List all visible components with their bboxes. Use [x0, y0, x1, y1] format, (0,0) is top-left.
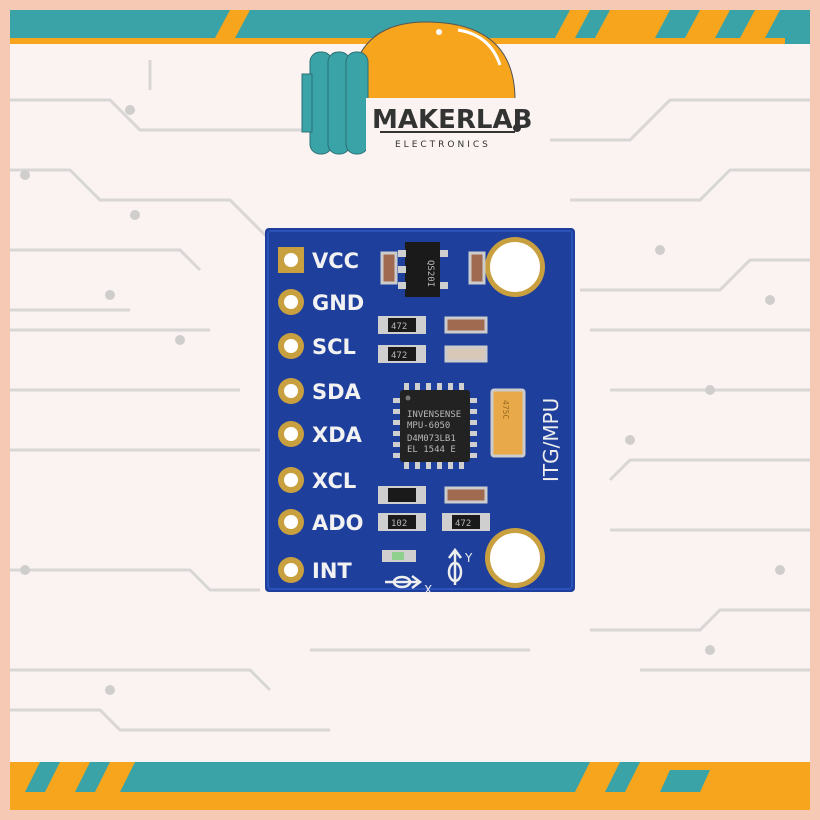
pin-label-gnd: GND — [312, 291, 364, 315]
pin-hole — [284, 427, 298, 441]
pin-hole — [284, 253, 298, 267]
capacitor — [444, 486, 488, 504]
x-axis-label: X — [424, 583, 432, 597]
resistor-marking: 472 — [455, 519, 471, 529]
chip-line: MPU-6050 — [407, 421, 450, 431]
pin-hole — [284, 515, 298, 529]
product-scene: MAKERLAB ELECTRONICS VCC GND SCL SDA XDA XCL A… — [10, 10, 810, 810]
pin-hole — [284, 339, 298, 353]
pin-label-vcc: VCC — [312, 249, 359, 273]
chip-line: EL 1544 E — [407, 445, 456, 455]
product-image-frame: MAKERLAB ELECTRONICS VCC GND SCL SDA XDA XCL A… — [10, 10, 810, 810]
makerlab-logo: MAKERLAB ELECTRONICS — [301, 21, 532, 155]
brand-tagline: ELECTRONICS — [395, 140, 491, 150]
y-axis-label: Y — [464, 551, 473, 565]
resistor-marking: 472 — [391, 351, 407, 361]
silkscreen-title: ITG/MPU — [539, 398, 563, 482]
pin-label-ado: ADO — [312, 511, 364, 535]
axis-arrows-icon — [385, 547, 463, 589]
pin-label-sda: SDA — [312, 380, 362, 404]
brand-name: MAKERLAB — [372, 105, 532, 135]
resistor-marking: 102 — [391, 519, 407, 529]
resistor-marking: 472 — [391, 322, 407, 332]
chip-line: INVENSENSE — [407, 410, 461, 420]
capacitor — [444, 316, 488, 334]
mpu6050-chip: INVENSENSE MPU-6050 D4M073LB1 EL 1544 E — [393, 383, 477, 469]
circuit-node-dots — [20, 105, 785, 695]
pin-label-xda: XDA — [312, 423, 363, 447]
pin-label-xcl: XCL — [312, 469, 356, 493]
chip-line: D4M073LB1 — [407, 434, 456, 444]
pin-label-scl: SCL — [312, 335, 356, 359]
bottom-band — [10, 762, 810, 810]
mpu6050-board: VCC GND SCL SDA XDA XCL ADO INT QS20I 472 472 102… — [265, 228, 575, 597]
pin-hole — [284, 563, 298, 577]
pin-label-int: INT — [312, 559, 352, 583]
regulator-marking: QS20I — [425, 260, 435, 287]
pin-hole — [284, 384, 298, 398]
capacitor-marking: 475C — [501, 400, 510, 419]
capacitor — [444, 345, 488, 363]
pin-hole — [284, 473, 298, 487]
pin-hole — [284, 295, 298, 309]
